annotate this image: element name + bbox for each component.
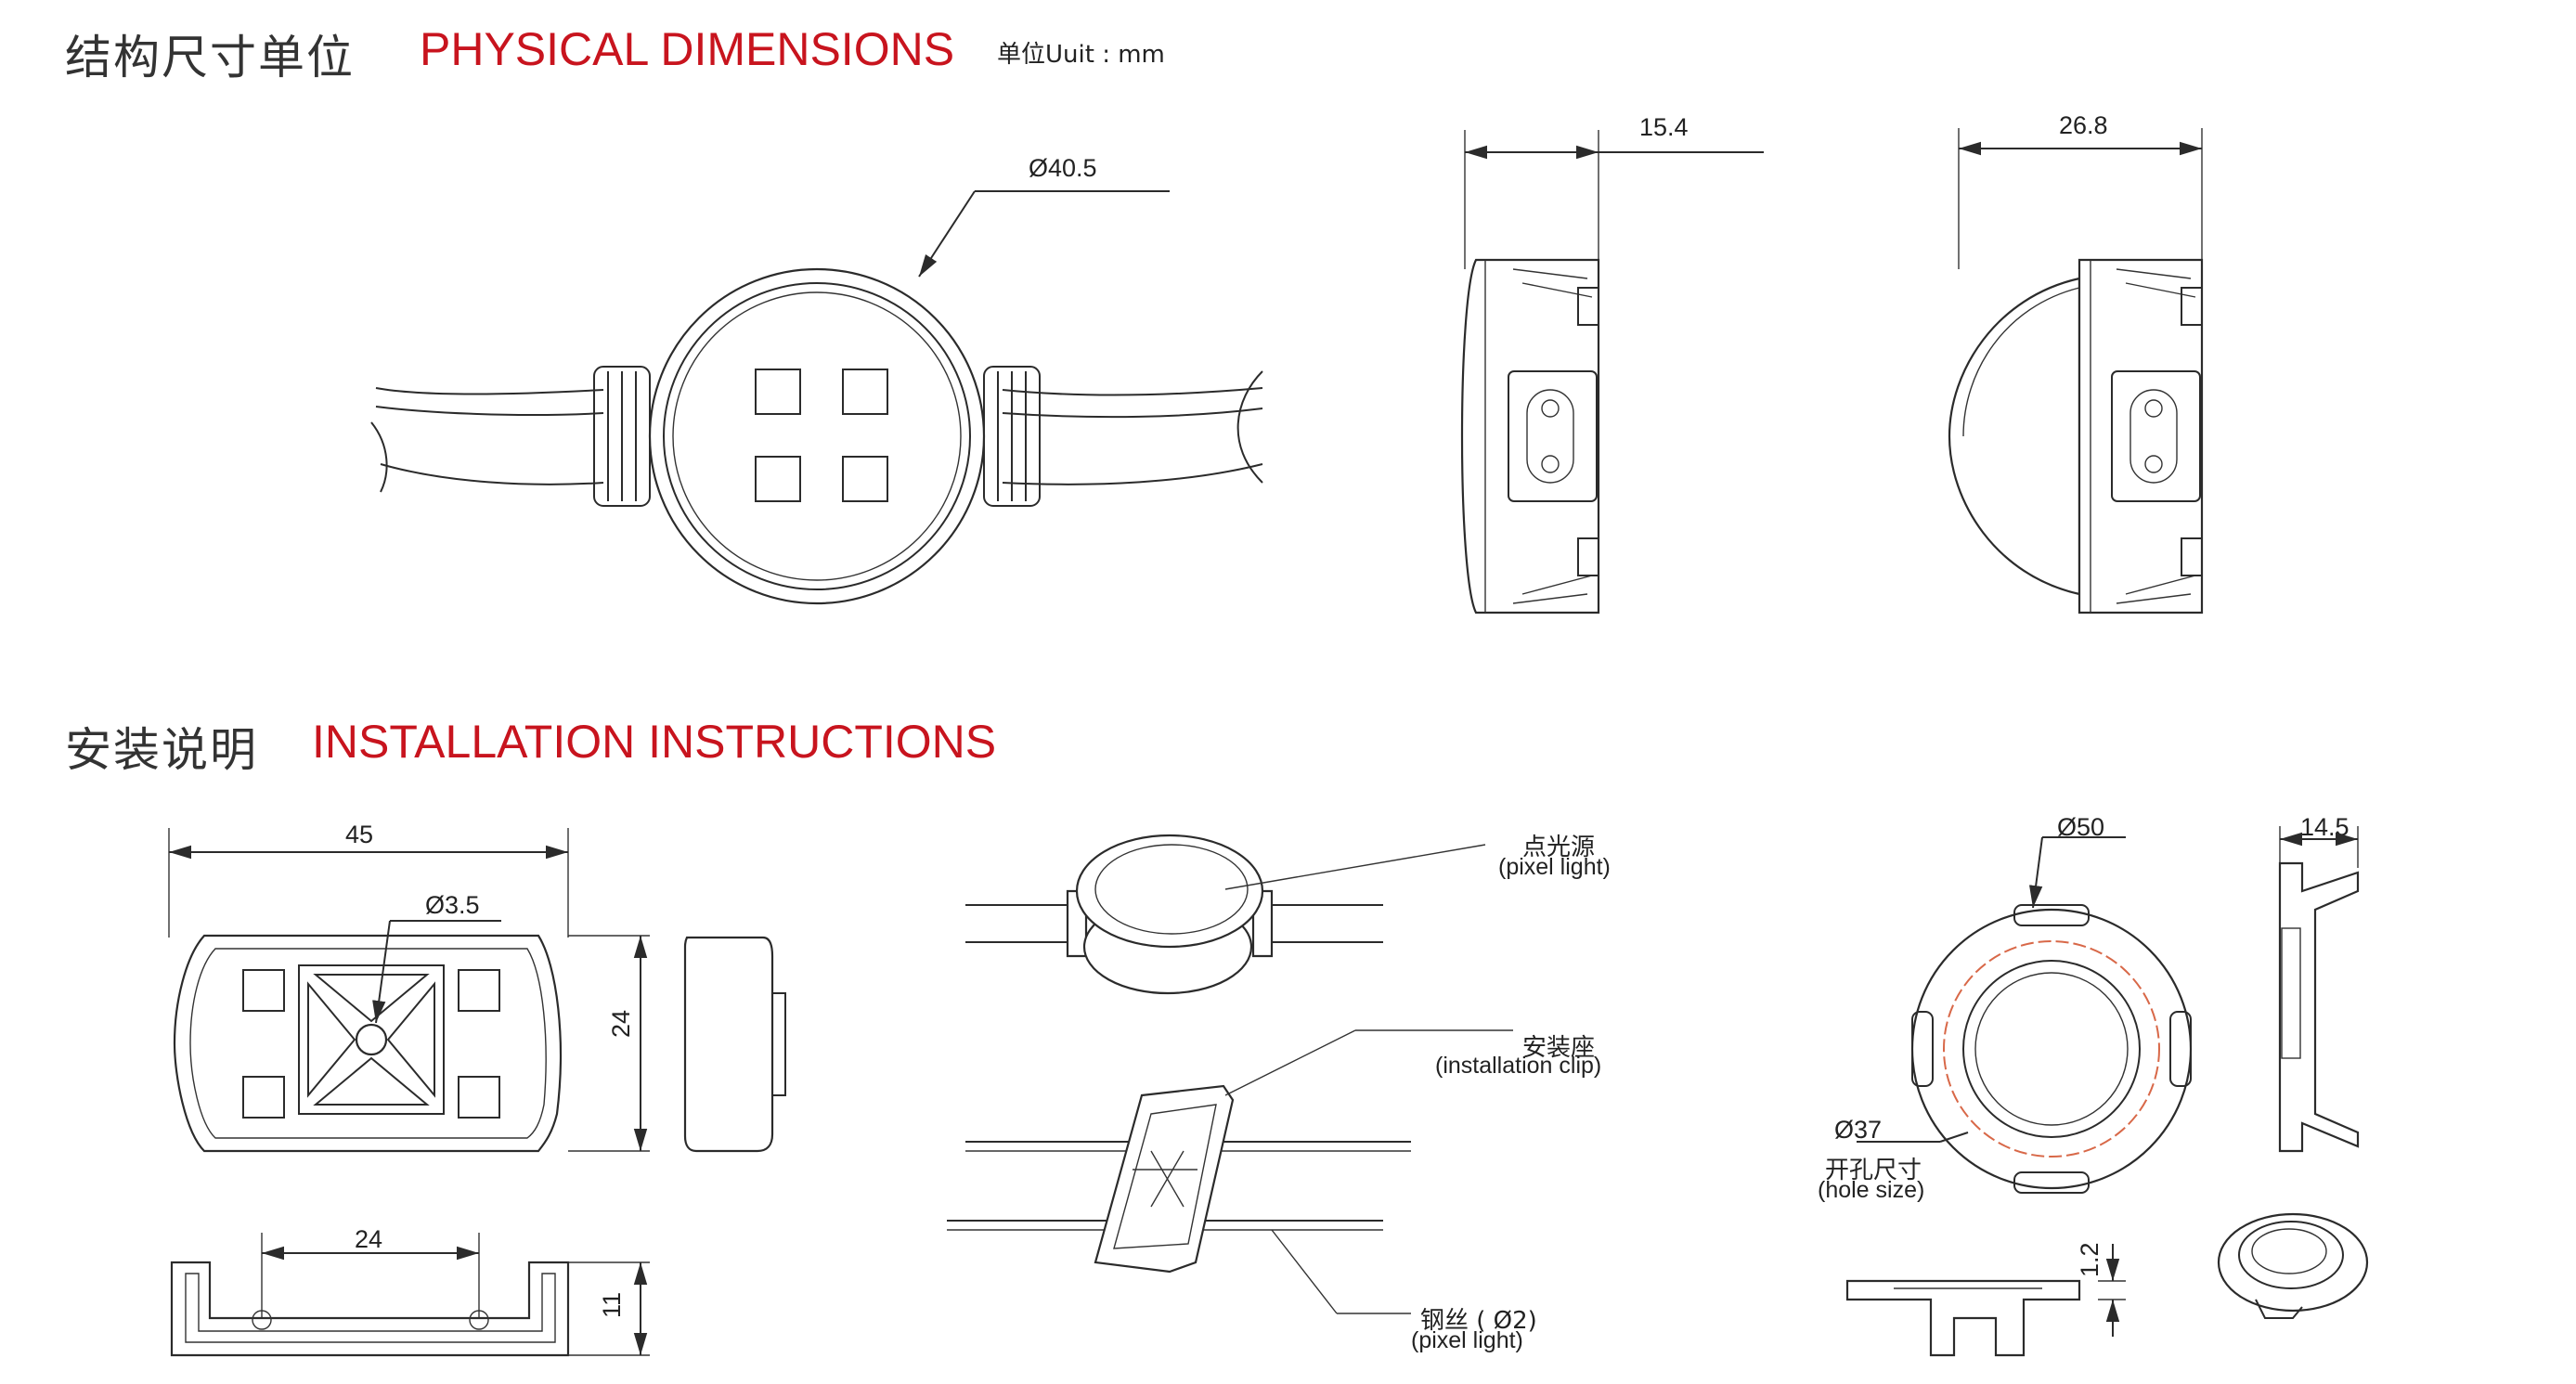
mount-isometric-view (2217, 1212, 2369, 1319)
installation-clip-label-cn: 安装座 (1522, 1034, 1596, 1062)
unit-label: 单位Uuit : mm (997, 41, 1165, 69)
assembly-view (947, 834, 1513, 1314)
clip-width-label: 45 (345, 821, 374, 848)
installation-title-cn: 安装说明 (65, 723, 258, 777)
hole-size-label-cn: 开孔尺寸 (1825, 1157, 1922, 1184)
front-diameter-label: Ø40.5 (1029, 154, 1097, 182)
hole-size-label-en: (hole size) (1818, 1177, 1925, 1203)
dome-height-label: 26.8 (2059, 111, 2108, 139)
installation-title-en: INSTALLATION INSTRUCTIONS (312, 716, 997, 768)
mount-hole-diameter-label: Ø37 (1834, 1116, 1883, 1144)
dome-view (1948, 128, 2204, 614)
mount-side-view (2278, 826, 2360, 1153)
pixel-light-label-cn: 点光源 (1522, 834, 1596, 861)
side-view (1460, 130, 1764, 614)
side-thickness-label: 15.4 (1639, 113, 1689, 141)
physical-dimensions-title-cn: 结构尺寸单位 (65, 31, 355, 84)
physical-dimensions-title-en: PHYSICAL DIMENSIONS (420, 23, 955, 75)
installation-clip-label-en: (installation clip) (1435, 1053, 1602, 1079)
front-view (370, 190, 1263, 605)
clip-hole-diameter-label: Ø3.5 (425, 891, 480, 919)
steel-wire-label-cn: 钢丝 ( Ø2) (1420, 1307, 1537, 1335)
clip-bottom-view (170, 1233, 650, 1357)
clip-top-view (168, 828, 786, 1153)
pixel-light-label-en: (pixel light) (1498, 854, 1611, 880)
steel-wire-label-en: (pixel light) (1411, 1327, 1523, 1353)
mount-top-view (1857, 836, 2193, 1194)
mount-profile-view (1845, 1244, 2126, 1357)
